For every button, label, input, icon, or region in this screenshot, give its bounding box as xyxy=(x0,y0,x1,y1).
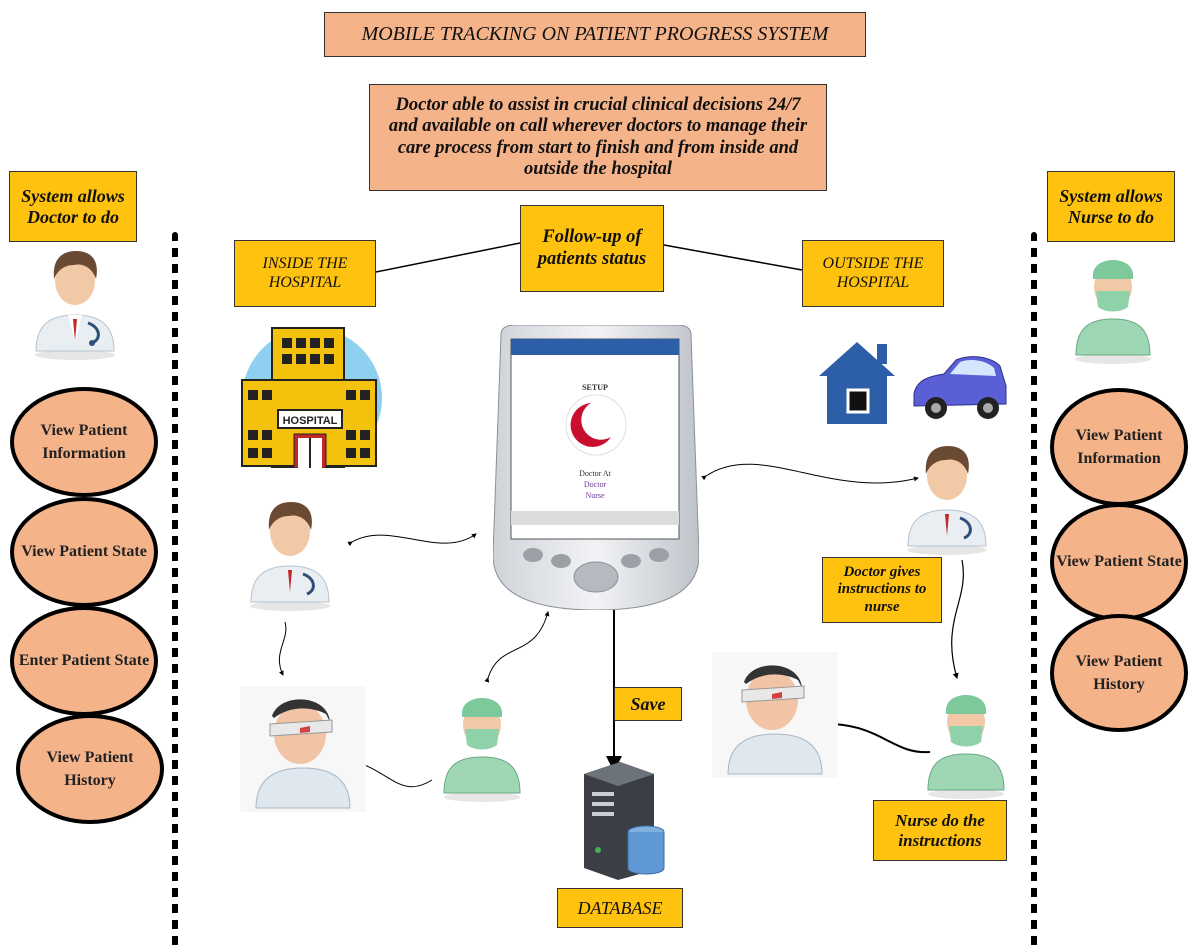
diagram-title: MOBILE TRACKING ON PATIENT PROGRESS SYST… xyxy=(324,12,866,57)
nurse-outside-icon xyxy=(927,695,1005,799)
nurse-center-icon xyxy=(443,698,521,802)
pda-screen-line1: Doctor At xyxy=(579,469,611,478)
doctor-action-view-history[interactable]: View Patient History xyxy=(16,714,164,824)
link-inside xyxy=(375,242,521,273)
link-outside xyxy=(663,244,803,271)
link-doctor-nurse-outside xyxy=(951,559,964,680)
doctor-icon xyxy=(35,251,115,360)
link-doctor-patient xyxy=(278,621,287,676)
system-description: Doctor able to assist in crucial clinica… xyxy=(369,84,827,191)
car-icon xyxy=(913,356,1007,419)
database-label: DATABASE xyxy=(557,888,683,928)
hospital-icon: HOSPITAL xyxy=(241,327,382,468)
link-nurse-device xyxy=(484,611,550,683)
link-device-doctor-outside xyxy=(701,463,919,484)
save-label: Save xyxy=(614,687,682,721)
doctor-action-view-state[interactable]: View Patient State xyxy=(10,497,158,607)
doctor-action-view-info[interactable]: View Patient Information xyxy=(10,387,158,497)
left-divider xyxy=(172,232,178,947)
house-icon xyxy=(819,342,895,424)
pda-screen-heading: SETUP xyxy=(582,383,608,392)
database-server-icon xyxy=(584,762,665,880)
doctor-instructions-label: Doctor gives instructions to nurse xyxy=(822,557,942,623)
outside-hospital-label: OUTSIDE THE HOSPITAL xyxy=(802,240,944,307)
pda-body-graphic xyxy=(493,325,699,610)
nurse-panel-header: System allows Nurse to do xyxy=(1047,171,1175,242)
patient-inside-icon xyxy=(240,686,366,812)
doctor-inside-icon xyxy=(250,502,330,611)
link-device-doctor-inside xyxy=(347,533,477,547)
patient-outside-icon xyxy=(712,652,838,778)
doctor-panel-header: System allows Doctor to do xyxy=(9,171,137,242)
right-divider xyxy=(1031,232,1037,947)
doctor-outside-icon xyxy=(907,446,987,555)
svg-text:HOSPITAL: HOSPITAL xyxy=(283,415,338,427)
pda-screen-line2[interactable]: Doctor xyxy=(583,480,607,489)
pda-device: SETUP Doctor At Doctor Nurse xyxy=(493,325,699,610)
nurse-instructions-label: Nurse do the instructions xyxy=(873,800,1007,861)
nurse-icon xyxy=(1075,260,1151,364)
nurse-action-view-info[interactable]: View Patient Information xyxy=(1050,388,1188,506)
nurse-action-view-history[interactable]: View Patient History xyxy=(1050,614,1188,732)
follow-up-label: Follow-up of patients status xyxy=(520,205,664,292)
inside-hospital-label: INSIDE THE HOSPITAL xyxy=(234,240,376,307)
nurse-action-view-state[interactable]: View Patient State xyxy=(1050,503,1188,621)
pda-screen-line3[interactable]: Nurse xyxy=(585,491,605,500)
doctor-action-enter-state[interactable]: Enter Patient State xyxy=(10,606,158,716)
